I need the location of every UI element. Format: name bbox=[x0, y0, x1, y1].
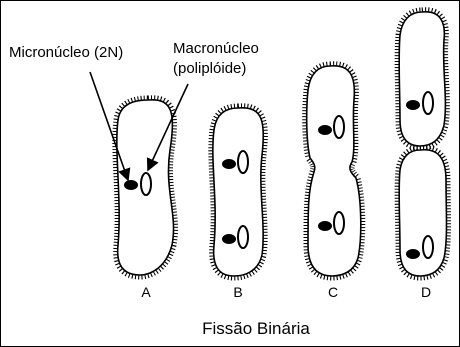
cell-stage-b bbox=[213, 108, 264, 276]
stage-label-c: C bbox=[328, 284, 338, 300]
micronucleus-b1 bbox=[222, 159, 236, 169]
micronucleus-c2 bbox=[318, 221, 332, 231]
micronucleus-a bbox=[124, 180, 138, 190]
macronucleus-label-line2: (poliplóide) bbox=[173, 60, 246, 77]
cell-stage-d-bottom bbox=[399, 150, 446, 276]
micronucleus-b2 bbox=[222, 234, 236, 244]
macronucleus-c1 bbox=[334, 116, 344, 138]
stage-label-b: B bbox=[233, 284, 242, 300]
macronucleus-label-line1: Macronúcleo bbox=[173, 40, 259, 57]
micronucleus-d1 bbox=[406, 100, 420, 110]
stage-label-a: A bbox=[141, 284, 151, 300]
micronucleus-label: Micronúcleo (2N) bbox=[9, 44, 123, 61]
macronucleus-b1 bbox=[238, 151, 248, 173]
macronucleus-b2 bbox=[238, 226, 248, 248]
macronucleus-d1 bbox=[423, 92, 433, 114]
micronucleus-d2 bbox=[406, 249, 420, 259]
diagram-title: Fissão Binária bbox=[202, 319, 310, 338]
cell-stage-c bbox=[307, 66, 361, 276]
macronucleus-d2 bbox=[423, 236, 433, 258]
micronucleus-c1 bbox=[318, 125, 332, 135]
stage-label-d: D bbox=[421, 284, 431, 300]
cell-stage-d-top bbox=[399, 12, 445, 146]
macronucleus-c2 bbox=[334, 212, 344, 234]
macronucleus-a bbox=[141, 173, 151, 195]
